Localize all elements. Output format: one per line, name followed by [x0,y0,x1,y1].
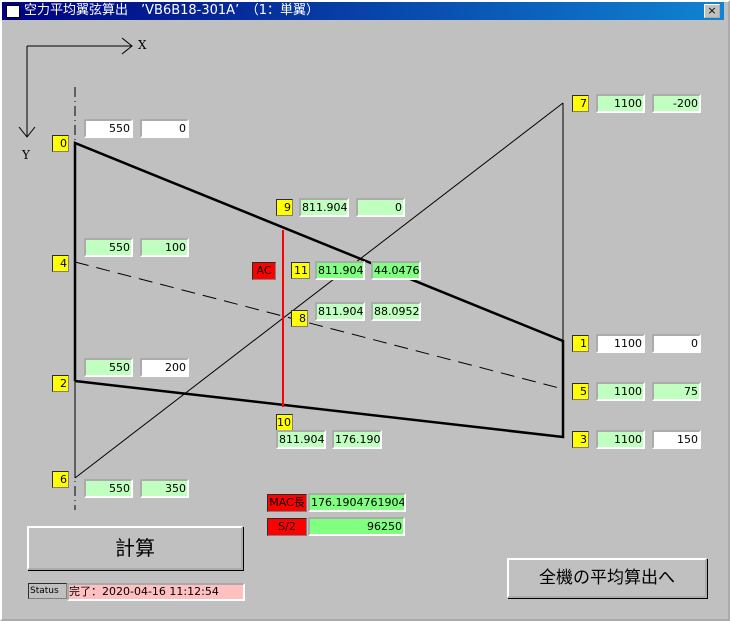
status-label: Status [28,583,67,599]
point-9-y: 0 [356,198,405,217]
point-5-x: 1100 [596,382,645,401]
point-4-x: 550 [84,238,133,257]
point-label-10: 10 [276,414,293,431]
app-icon [6,5,20,18]
point-0-y-input[interactable]: 0 [140,119,189,138]
diagonal-line [74,102,564,479]
point-label-6: 6 [52,471,69,488]
ac-label: AC [252,262,276,280]
axis-arrows [18,37,133,138]
point-7-x: 1100 [596,94,645,113]
point-6-y: 350 [140,479,189,498]
point-label-4: 4 [52,255,69,272]
point-2-x: 550 [84,358,133,377]
point-2-y-input[interactable]: 200 [140,358,189,377]
point-4-y: 100 [140,238,189,257]
status-value: 完了：2020-04-16 11:12:54 [67,583,245,601]
mac-value: 176.190476190476 [308,493,406,512]
all-aircraft-average-button[interactable]: 全機の平均算出へ [507,558,707,598]
point-11-y: 44.04761 [371,261,421,280]
point-label-0: 0 [52,135,69,152]
y-axis-label: Y [22,148,30,162]
close-button[interactable]: × [704,4,720,18]
point-label-2: 2 [52,375,69,392]
point-8-y: 88.09523 [371,302,421,321]
x-axis-label: X [138,38,147,52]
point-7-y: -200 [652,94,701,113]
s2-value: 96250 [308,517,405,536]
point-3-y-input[interactable]: 150 [652,430,701,449]
quarter-chord-line [74,261,564,390]
window-title: 空力平均翼弦算出 ’VB6B18-301A’ （1：単翼） [24,3,319,18]
point-8-x: 811.9047 [315,302,365,321]
point-10-x: 811.9047 [276,430,326,449]
title-bar: 空力平均翼弦算出 ’VB6B18-301A’ （1：単翼） × [2,2,724,20]
s2-label: S/2 [267,518,307,536]
point-11-x: 811.9047 [315,261,365,280]
point-label-9: 9 [276,199,293,216]
point-label-1: 1 [572,335,589,352]
point-3-x: 1100 [596,430,645,449]
point-label-11: 11 [291,262,310,279]
mac-label: MAC長 [267,494,307,512]
point-0-x-input[interactable]: 550 [84,119,133,138]
point-5-y: 75 [652,382,701,401]
point-label-3: 3 [572,431,589,448]
point-9-x: 811.9047 [299,198,349,217]
point-6-x: 550 [84,479,133,498]
point-label-7: 7 [572,95,589,112]
point-1-x-input[interactable]: 1100 [596,334,645,353]
point-1-y-input[interactable]: 0 [652,334,701,353]
point-10-y: 176.1904 [332,430,382,449]
point-label-8: 8 [291,310,308,327]
point-label-5: 5 [572,383,589,400]
calculate-button[interactable]: 計算 [27,526,243,570]
